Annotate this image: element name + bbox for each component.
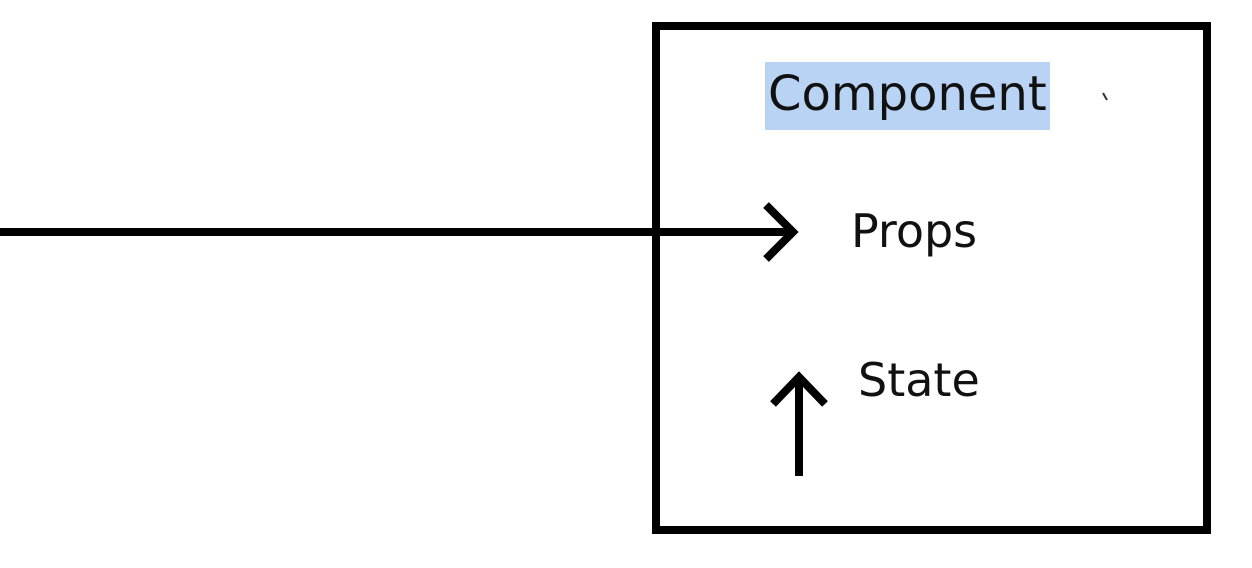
cursor-mark: [1102, 92, 1108, 101]
arrow-right-icon: [763, 202, 799, 262]
state-label: State: [858, 353, 980, 407]
component-label: Component: [765, 62, 1050, 130]
props-label: Props: [851, 204, 978, 258]
arrow-up-icon: [770, 371, 828, 407]
component-box: [652, 22, 1211, 534]
